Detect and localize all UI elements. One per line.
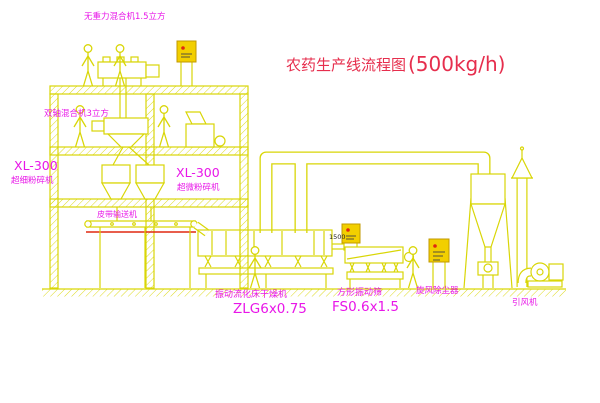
exhaust-ductwork [259,151,491,233]
ground-line [42,288,566,297]
fan-motor [548,263,564,281]
label-mid-mill-model: XL-300 [176,165,220,180]
feed-chute [193,221,210,237]
induced-draft-fan [517,262,564,288]
dryer-base [198,267,334,275]
belt-conveyor [84,220,198,288]
fluid-bed-dryer [197,229,334,288]
label-cyclone: 旋风除尘器 [416,285,459,296]
sieve-springs [349,262,399,273]
start-button-icon [346,228,350,232]
label-sieve-name: 方形振动筛 [337,286,382,298]
rotary-valve [477,261,499,276]
exhaust-stack [511,146,533,287]
label-left-mill-name: 超细粉碎机 [11,175,54,186]
label-top-mixer: 无重力混合机1.5立方 [84,11,166,22]
label-dryer-name: 振动流化床干燥机 [215,288,287,300]
double-shaft-mixer [91,117,150,166]
dryer-springs [204,255,328,268]
vibrating-sieve [332,240,415,288]
start-button-icon [181,46,185,50]
top-beam [49,85,249,95]
label-fan: 引风机 [512,297,538,308]
control-panel-cyclone [428,238,450,288]
title-capacity: (500kg/h) [408,52,505,76]
label-dryer-model: ZLG6x0.75 [233,301,307,317]
sieve-base [346,271,404,280]
label-mid-mixer: 双轴混合机3立方 [44,108,109,119]
label-mid-mill-name: 超微粉碎机 [177,182,220,193]
worker-figure [157,105,171,148]
fan-base [527,280,563,288]
fan-icon [530,262,550,282]
title-text: 农药生产线流程图 [286,56,406,74]
stack-cap-icon [511,156,533,179]
label-left-mill-model: XL-300 [14,158,58,173]
control-panel-top [176,40,197,86]
worker-figure [81,44,95,87]
fine-mill-hoppers [100,164,166,221]
cyclone-separator [463,173,513,289]
xl300-crusher [185,111,226,148]
dimension-1500: 1500 [329,233,346,241]
drawing-title: 农药生产线流程图 (500kg/h) [286,52,505,76]
control-panel-sieve [341,223,361,244]
label-belt-conveyor: 皮带输送机 [97,209,137,219]
start-button-icon [433,244,437,248]
column-right [239,93,249,289]
column-left [49,93,59,289]
label-sieve-model: FS0.6x1.5 [332,299,399,315]
